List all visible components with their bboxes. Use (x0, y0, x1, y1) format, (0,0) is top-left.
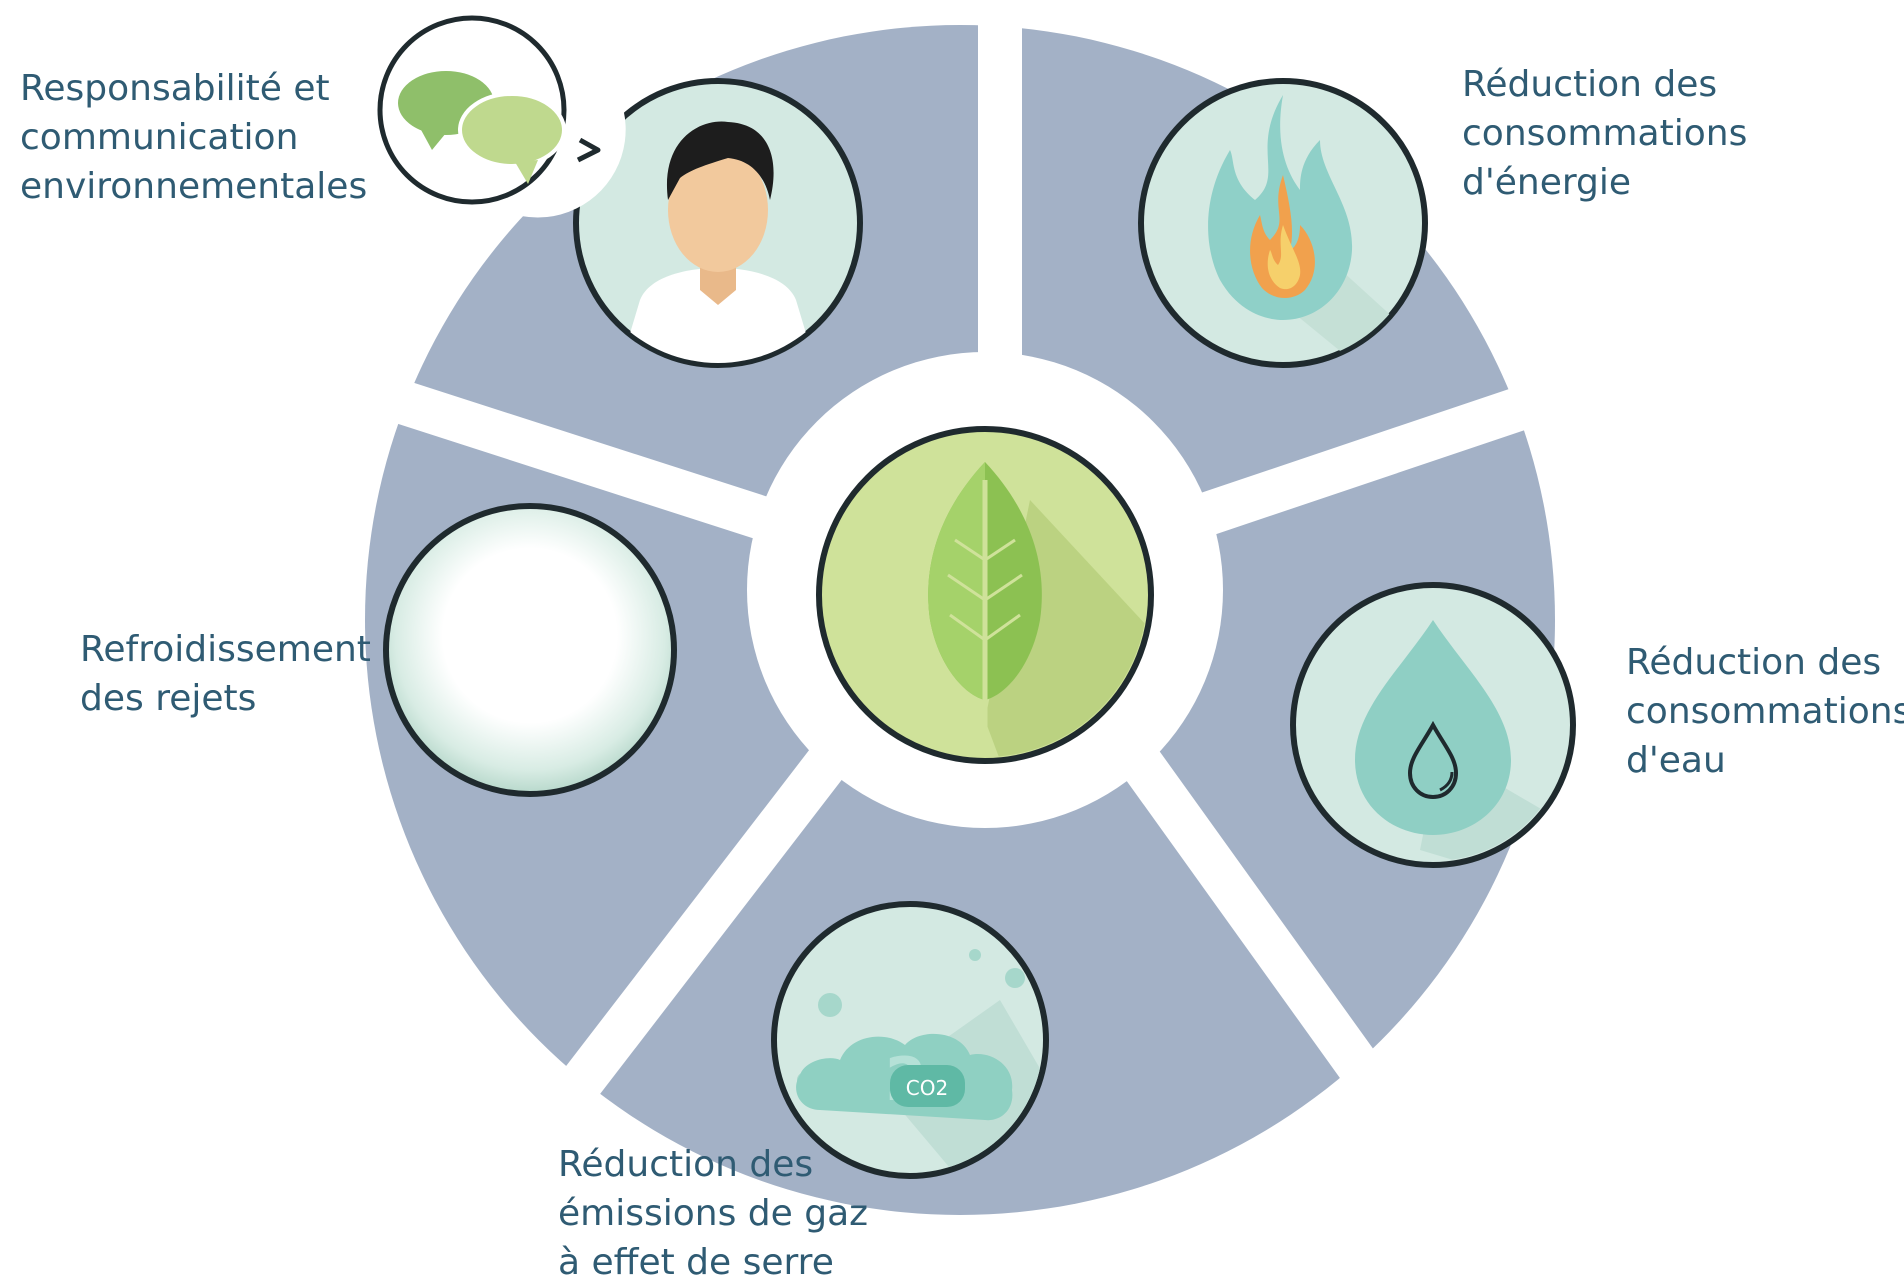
label-line: des rejets (80, 678, 257, 719)
segment-gaps (373, 0, 1568, 1124)
label-line: émissions de gaz (558, 1193, 869, 1234)
label-energie: Réduction des consommations d'énergie (1462, 60, 1747, 207)
label-line: communication (20, 117, 299, 158)
cooling-glow-icon (383, 503, 677, 797)
label-line: Réduction des (558, 1144, 814, 1185)
label-line: environnementales (20, 166, 368, 207)
energie-circle (1138, 78, 1428, 368)
center-leaf-circle (816, 426, 1154, 764)
label-refroidissement: Refroidissement des rejets (80, 625, 371, 723)
leaf-icon (928, 462, 1042, 730)
label-line: Réduction des (1462, 64, 1718, 105)
eau-circle (1290, 582, 1576, 868)
person-icon (616, 121, 820, 363)
refroidissement-circle (383, 503, 677, 797)
label-line: d'eau (1626, 740, 1726, 781)
label-line: consommations (1462, 113, 1748, 154)
label-line: à effet de serre (558, 1242, 834, 1283)
speech-bubbles-icon (377, 15, 626, 225)
label-eau: Réduction des consommations d'eau (1626, 638, 1904, 785)
label-line: Refroidissement (80, 629, 371, 670)
label-gaz: Réduction des émissions de gaz à effet d… (558, 1140, 868, 1287)
label-line: Réduction des (1626, 642, 1882, 683)
label-line: consommations (1626, 691, 1904, 732)
flame-icon (1208, 95, 1423, 363)
responsabilite-circle (573, 78, 863, 368)
label-line: d'énergie (1462, 162, 1632, 203)
co2-label: CO2 (906, 1076, 948, 1100)
label-responsabilite: Responsabilité et communication environn… (20, 64, 367, 211)
label-line: Responsabilité et (20, 68, 330, 109)
